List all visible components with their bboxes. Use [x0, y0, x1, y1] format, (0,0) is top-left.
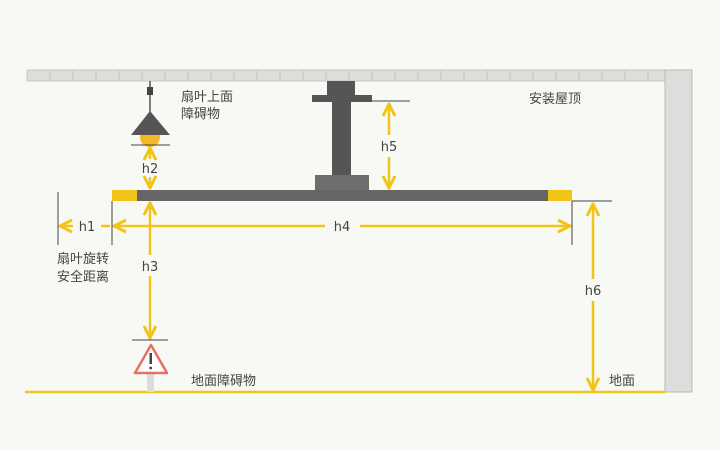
- pendant-lamp-icon: [131, 81, 170, 147]
- blade-tip-left: [112, 190, 137, 201]
- label-ceiling: 安装屋顶: [529, 92, 581, 107]
- label-ground: 地面: [609, 374, 635, 389]
- blade-tip-right: [548, 190, 572, 201]
- dim-h2: h2: [142, 162, 159, 177]
- label-ground-obstacle: 地面障碍物: [191, 374, 256, 389]
- label-upper-obstacle: 扇叶上面: [181, 89, 233, 105]
- dim-h4: h4: [334, 220, 351, 235]
- warning-icon: [132, 339, 169, 392]
- dim-h5: h5: [381, 140, 398, 155]
- dim-h3: h3: [142, 260, 159, 275]
- ceiling: [26, 69, 668, 82]
- ceiling-fan: [112, 81, 572, 201]
- dim-h1: h1: [79, 220, 96, 235]
- label-safety-distance: 扇叶旋转: [57, 251, 109, 267]
- dim-h6: h6: [585, 284, 602, 299]
- right-wall: [664, 69, 693, 393]
- fan-blade: [112, 190, 572, 201]
- label-safety-distance-2: 安全距离: [57, 269, 109, 285]
- label-upper-obstacle-2: 障碍物: [181, 107, 220, 122]
